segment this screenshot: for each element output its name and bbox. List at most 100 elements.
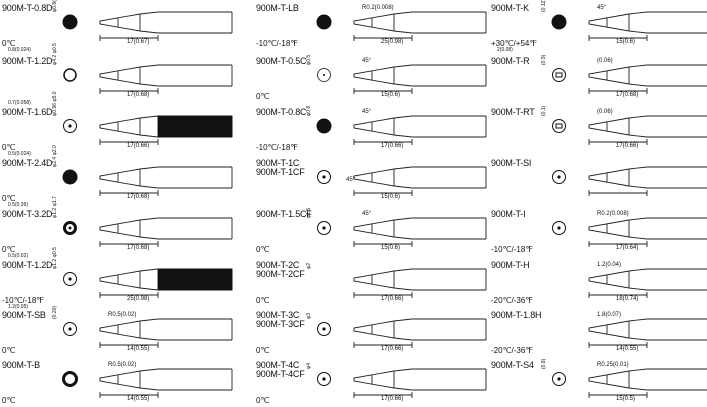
temperature-offset: 0℃	[256, 92, 270, 101]
diameter-label: φ2	[306, 262, 312, 269]
cross-section-icon	[62, 371, 78, 387]
model-name: 900M-T-1.5CF	[256, 209, 312, 219]
tip-annotation: R0.5(0.02)	[108, 312, 137, 318]
tip-profile	[588, 64, 707, 94]
tip-drawing	[551, 11, 707, 41]
tip-dimension: 2(0.08)	[497, 47, 513, 53]
tip-drawing	[552, 217, 707, 247]
tip-profile	[353, 64, 487, 94]
tip-drawing	[353, 268, 487, 298]
tip-drawing	[588, 318, 707, 348]
diameter-label: (0.9)	[541, 54, 547, 65]
model-name: 900M-T-3C	[256, 310, 300, 320]
model-name: 900M-T-0.5C	[256, 56, 307, 66]
tip-profile	[588, 115, 707, 145]
tip-drawing	[588, 268, 707, 298]
model-name-alt: 900M-T-1CF	[256, 167, 305, 177]
cross-section-icon	[316, 14, 332, 30]
temperature-offset: -10℃/-18℉	[256, 143, 298, 152]
tip-annotation: 45°	[362, 109, 372, 115]
diameter-label: (0.8)	[541, 358, 547, 369]
model-name: 900M-T-B	[2, 360, 40, 370]
diameter-label: φ1.5	[306, 207, 312, 218]
length-dimension: 14(0.55)	[127, 396, 150, 402]
tip-profile	[588, 11, 707, 41]
tip-drawing	[316, 11, 487, 41]
length-dimension: 15(0.5)	[616, 396, 636, 402]
tip-profile	[99, 318, 233, 348]
model-name: 900M-T-0.8D	[2, 3, 53, 13]
cross-section-icon	[317, 372, 331, 386]
length-dimension: 15(0.6)	[381, 245, 401, 251]
tip-dimension: 0.8(0.024)	[8, 47, 31, 53]
tip-profile	[353, 368, 487, 398]
temperature-offset: 0℃	[256, 296, 270, 305]
tip-drawing	[316, 115, 487, 145]
tip-annotation: R0.5(0.02)	[108, 362, 137, 368]
tip-profile	[588, 318, 707, 348]
model-name: 900M-T-1.6D	[2, 107, 53, 117]
temperature-offset: -20℃/-36℉	[491, 346, 533, 355]
cross-section-icon	[317, 322, 331, 336]
tip-annotation: 1.2(0.04)	[597, 262, 622, 268]
temperature-offset: 0℃	[2, 143, 16, 152]
model-name: 900M-T-2.4D	[2, 158, 53, 168]
cross-section-icon	[62, 169, 78, 185]
diameter-label: φ1.2 φ1.7	[52, 196, 58, 218]
model-name: 900M-T-1.2D	[2, 260, 53, 270]
tip-dimension: 0.7(0.058)	[8, 100, 31, 106]
model-name: 900M-T-RT	[491, 107, 535, 117]
length-dimension: 18(0.74)	[616, 296, 639, 302]
cross-section-icon	[552, 170, 566, 184]
cross-section-icon	[317, 221, 331, 235]
tip-drawing	[552, 115, 707, 145]
tip-annotation: R0.2(0.008)	[362, 5, 394, 11]
tip-annotation: 45°	[597, 5, 607, 11]
diameter-label: (0.1)	[541, 105, 547, 116]
tip-dimension: 1.2(0.05)	[8, 304, 29, 310]
length-dimension: 17(0.68)	[127, 245, 150, 251]
temperature-offset: +30℃/+54℉	[491, 39, 537, 48]
length-dimension: 25(0.98)	[381, 39, 404, 45]
temperature-offset: -20℃/-36℉	[491, 296, 533, 305]
model-name: 900M-T-3.2D	[2, 209, 53, 219]
length-dimension: 25(0.98)	[127, 296, 150, 302]
model-name: 900M-T-1.8H	[491, 310, 542, 320]
tip-entry: 900M-T-B 0℃ 14(0.55) R0.5(0.02)	[0, 357, 236, 407]
model-name: 900M-T-0.8C	[256, 107, 307, 117]
cross-section-icon	[62, 14, 78, 30]
temperature-offset: 0℃	[2, 396, 16, 405]
tip-dimension: 0.5(0.39)	[8, 202, 29, 208]
length-dimension: 17(0.66)	[127, 143, 150, 149]
model-name: 900M-T-1C	[256, 158, 300, 168]
model-name: 900M-T-I	[491, 209, 526, 219]
diameter-label: φ0.8	[306, 105, 312, 116]
temperature-offset: 0℃	[2, 194, 16, 203]
tip-annotation: (0.06)	[597, 58, 613, 64]
tip-annotation: 45°	[362, 58, 372, 64]
model-name: 900M-T-4C	[256, 360, 300, 370]
tip-profile	[588, 268, 707, 298]
cross-section-icon	[63, 119, 77, 133]
tip-drawing	[552, 166, 707, 196]
diameter-label: φ4.2 φ0.5	[52, 43, 58, 65]
length-dimension: 14(0.55)	[616, 346, 639, 352]
temperature-offset: 0℃	[256, 245, 270, 254]
tip-drawing	[552, 368, 707, 398]
tip-drawing	[317, 318, 487, 348]
diameter-label: φ1.2 φ0.5	[52, 247, 58, 269]
